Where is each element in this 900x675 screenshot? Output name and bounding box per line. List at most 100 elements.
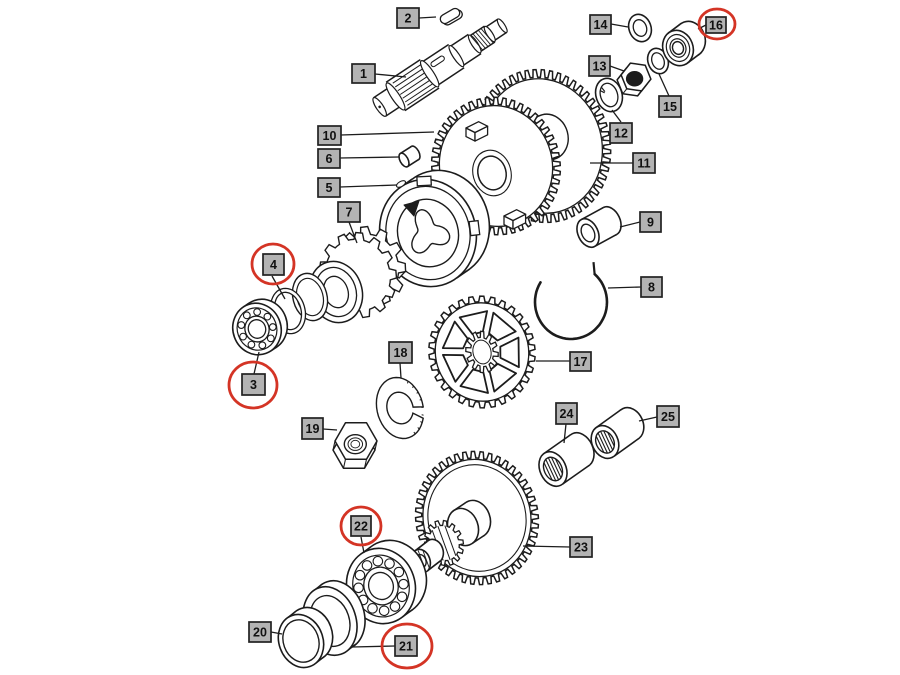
part-label-17[interactable]: 17 — [569, 351, 592, 372]
part-label-box-13 — [588, 55, 611, 77]
part-number-19: 19 — [306, 422, 320, 436]
part-label-4[interactable]: 4 — [262, 253, 285, 276]
part-number-11: 11 — [637, 156, 650, 170]
part-number-9: 9 — [647, 215, 654, 229]
part-1-drawing — [372, 18, 508, 117]
part-label-box-23 — [569, 536, 593, 558]
part-label-box-19 — [301, 417, 324, 440]
part-label-12[interactable]: 12 — [609, 122, 633, 144]
part-label-3[interactable]: 3 — [241, 373, 266, 396]
part-label-15[interactable]: 15 — [658, 95, 682, 118]
part-number-25: 25 — [661, 410, 675, 424]
part-number-3: 3 — [250, 378, 257, 392]
leader-line-20 — [270, 631, 283, 635]
part-5-drawing — [378, 169, 491, 288]
part-24-drawing — [538, 431, 595, 488]
part-label-box-14 — [589, 14, 612, 35]
part-17-drawing — [428, 295, 536, 409]
part-label-box-16 — [705, 16, 727, 34]
part-label-box-24 — [555, 402, 578, 425]
part-label-box-8 — [640, 276, 663, 298]
part-label-box-7 — [337, 201, 361, 223]
part-label-8[interactable]: 8 — [640, 276, 663, 298]
leader-line-1 — [374, 73, 407, 78]
part-25-drawing — [590, 406, 645, 460]
part-22-drawing — [345, 539, 428, 625]
part-label-19[interactable]: 19 — [301, 417, 324, 440]
part-label-box-21 — [394, 635, 418, 657]
part-label-23[interactable]: 23 — [569, 536, 593, 558]
leader-line-2 — [418, 16, 437, 19]
highlight-circle-3 — [227, 360, 279, 410]
leader-line-8 — [607, 286, 642, 289]
part-label-13[interactable]: 13 — [588, 55, 611, 77]
part-number-18: 18 — [394, 346, 408, 360]
leader-line-14 — [610, 23, 629, 28]
part-label-box-3 — [241, 373, 266, 396]
part-label-2[interactable]: 2 — [396, 7, 420, 29]
part-number-1: 1 — [360, 67, 367, 81]
part-8-drawing — [533, 262, 609, 341]
part-label-5[interactable]: 5 — [317, 177, 341, 198]
part-number-12: 12 — [614, 126, 628, 140]
part-15-drawing — [646, 47, 670, 75]
part-14-drawing — [627, 13, 653, 43]
part-label-1[interactable]: 1 — [351, 63, 376, 84]
part-label-9[interactable]: 9 — [639, 211, 662, 233]
part-label-box-1 — [351, 63, 376, 84]
part-label-box-10 — [317, 125, 342, 146]
part-number-14: 14 — [594, 18, 608, 32]
highlight-circle-4 — [250, 242, 296, 286]
highlight-circle-21 — [380, 622, 434, 670]
part-label-box-15 — [658, 95, 682, 118]
part-number-15: 15 — [663, 100, 677, 114]
part-23-drawing — [410, 450, 540, 586]
part-label-box-25 — [656, 405, 680, 428]
leader-line-19 — [322, 428, 338, 431]
part-number-7: 7 — [346, 205, 353, 219]
part-number-21: 21 — [399, 639, 413, 653]
part-label-11[interactable]: 11 — [632, 152, 656, 174]
part-label-22[interactable]: 22 — [350, 515, 372, 537]
highlight-circle-16 — [697, 7, 737, 41]
part-2-drawing — [439, 7, 463, 26]
part-label-7[interactable]: 7 — [337, 201, 361, 223]
part-label-18[interactable]: 18 — [388, 341, 413, 364]
part-number-24: 24 — [560, 407, 574, 421]
part-label-box-17 — [569, 351, 592, 372]
leader-line-9 — [619, 221, 641, 228]
part-number-10: 10 — [323, 129, 337, 143]
part-label-21[interactable]: 21 — [394, 635, 418, 657]
part-number-20: 20 — [253, 625, 267, 639]
part-6-drawing — [398, 145, 421, 168]
part-number-6: 6 — [326, 152, 333, 166]
part-label-box-20 — [248, 621, 272, 643]
leader-line-23 — [522, 545, 571, 548]
leader-line-21 — [351, 645, 396, 648]
part-number-23: 23 — [574, 540, 588, 554]
leader-line-6 — [339, 156, 400, 159]
part-label-24[interactable]: 24 — [555, 402, 578, 425]
part-label-6[interactable]: 6 — [317, 148, 341, 169]
highlight-circle-22 — [339, 505, 383, 547]
part-7-drawing — [291, 225, 407, 324]
part-number-17: 17 — [574, 355, 588, 369]
part-label-box-4 — [262, 253, 285, 276]
part-label-20[interactable]: 20 — [248, 621, 272, 643]
part-number-13: 13 — [593, 59, 607, 73]
part-label-25[interactable]: 25 — [656, 405, 680, 428]
part-18-drawing — [375, 376, 425, 440]
leader-line-7 — [348, 221, 358, 244]
leader-line-18 — [399, 362, 402, 379]
leader-line-13 — [609, 65, 625, 72]
part-label-14[interactable]: 14 — [589, 14, 612, 35]
part-20-drawing — [277, 606, 334, 669]
part-number-22: 22 — [354, 519, 368, 533]
part-label-box-22 — [350, 515, 372, 537]
part-label-10[interactable]: 10 — [317, 125, 342, 146]
leader-line-25 — [638, 416, 658, 422]
part-label-16[interactable]: 16 — [705, 16, 727, 34]
part-3-drawing — [231, 298, 289, 356]
